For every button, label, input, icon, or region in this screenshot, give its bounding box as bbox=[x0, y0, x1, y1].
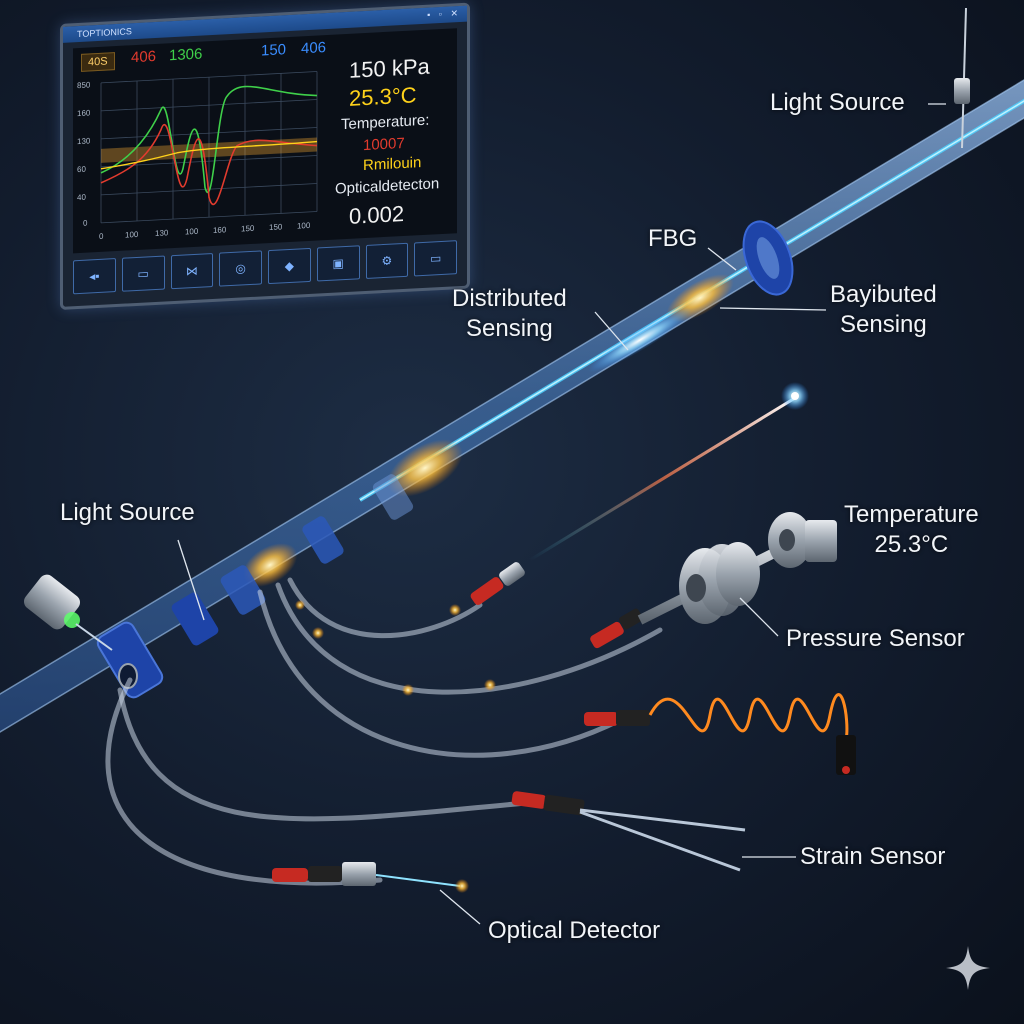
label-temperature: Temperature 25.3°C bbox=[844, 501, 979, 558]
x-tick-label: 100 bbox=[185, 227, 199, 237]
sensor-cables bbox=[105, 577, 663, 886]
optical-detector-tip bbox=[375, 874, 469, 893]
window-controls[interactable]: ▪ ▫ ✕ bbox=[427, 7, 461, 20]
detector-label: Opticaldetecton bbox=[335, 175, 440, 198]
label-strain-sensor: Strain Sensor bbox=[800, 843, 946, 870]
emitted-light-beam bbox=[529, 382, 809, 562]
y-tick-label: 850 bbox=[77, 80, 91, 90]
fbg-collar bbox=[742, 220, 794, 296]
battery-icon[interactable]: ▭ bbox=[414, 240, 457, 277]
x-tick-labels: 0 100 130 100 160 150 150 100 bbox=[99, 221, 311, 241]
x-tick-label: 0 bbox=[99, 232, 104, 241]
speaker-icon[interactable]: ◂▪ bbox=[73, 258, 116, 295]
glasses-icon[interactable]: ◎ bbox=[219, 250, 262, 287]
garbled-readout-red: 10007 bbox=[363, 134, 405, 155]
signal-dots bbox=[295, 600, 496, 696]
monitoring-display: TOPTIONICS ▪ ▫ ✕ 40S 406 1306 150 406 85… bbox=[60, 2, 470, 310]
label-bayibuted-sensing: Bayibuted Sensing bbox=[830, 281, 937, 338]
x-tick-label: 100 bbox=[297, 221, 311, 231]
garbled-readout-yellow: Rmilouin bbox=[363, 154, 422, 175]
y-tick-label: 60 bbox=[77, 165, 86, 174]
series-yellow bbox=[100, 140, 318, 170]
label-light-source-top: Light Source bbox=[770, 89, 905, 116]
pressure-readout: 150 kPa bbox=[349, 53, 430, 83]
y-tick-label: 40 bbox=[77, 193, 86, 202]
heat-shrink-connectors bbox=[272, 562, 650, 886]
readout-red: 406 bbox=[131, 47, 157, 67]
chip-icon[interactable]: ▣ bbox=[316, 245, 360, 282]
label-pressure-sensor: Pressure Sensor bbox=[786, 625, 965, 652]
x-tick-label: 130 bbox=[155, 228, 169, 238]
light-source-connector-left bbox=[24, 574, 113, 651]
y-tick-label: 160 bbox=[77, 108, 91, 118]
x-tick-label: 100 bbox=[125, 230, 139, 240]
label-light-source-left: Light Source bbox=[60, 499, 195, 526]
y-tick-labels: 850 160 130 60 40 0 bbox=[77, 80, 91, 228]
gear-icon[interactable]: ⚙ bbox=[365, 242, 409, 279]
x-tick-label: 150 bbox=[241, 224, 255, 234]
sparkle-icon bbox=[946, 946, 990, 990]
label-fbg: FBG bbox=[648, 225, 698, 252]
series-green bbox=[100, 85, 318, 193]
strain-sensor-fibers bbox=[579, 808, 746, 872]
coupler-rings bbox=[171, 474, 414, 646]
light-source-pin-top bbox=[954, 7, 970, 149]
x-tick-label: 160 bbox=[213, 225, 227, 235]
coupler-glow bbox=[242, 543, 298, 587]
label-optical-detector: Optical Detector bbox=[488, 917, 661, 944]
readout-green: 1306 bbox=[169, 45, 203, 65]
bowtie-icon[interactable]: ⋈ bbox=[170, 252, 214, 290]
core-glow-segment bbox=[387, 439, 463, 497]
badge: 40S bbox=[81, 52, 115, 72]
display-screen: 40S 406 1306 150 406 850 160 130 6 bbox=[73, 28, 457, 254]
temperature-value-readout: 25.3°C bbox=[349, 82, 417, 111]
series-red bbox=[100, 124, 318, 206]
leader-lines bbox=[177, 103, 946, 925]
waveform-chart: 850 160 130 60 40 0 0 100 130 100 160 15… bbox=[77, 71, 318, 241]
temperature-label: Temperature: bbox=[341, 111, 430, 134]
diamond-icon[interactable]: ◆ bbox=[268, 247, 311, 285]
x-tick-label: 150 bbox=[269, 222, 283, 232]
label-distributed-sensing: Distributed Sensing bbox=[452, 285, 567, 342]
detector-value: 0.002 bbox=[349, 200, 405, 229]
display-icon[interactable]: ▭ bbox=[121, 255, 165, 292]
sensing-coil bbox=[648, 693, 849, 741]
readout-blue-1: 150 bbox=[261, 41, 287, 60]
coil-end-sensor bbox=[836, 735, 856, 775]
temperature-sensor-body bbox=[768, 512, 837, 568]
thermal-band bbox=[101, 137, 317, 163]
y-tick-label: 130 bbox=[77, 136, 91, 146]
readout-blue-2: 406 bbox=[301, 39, 327, 58]
y-tick-label: 0 bbox=[83, 219, 88, 228]
